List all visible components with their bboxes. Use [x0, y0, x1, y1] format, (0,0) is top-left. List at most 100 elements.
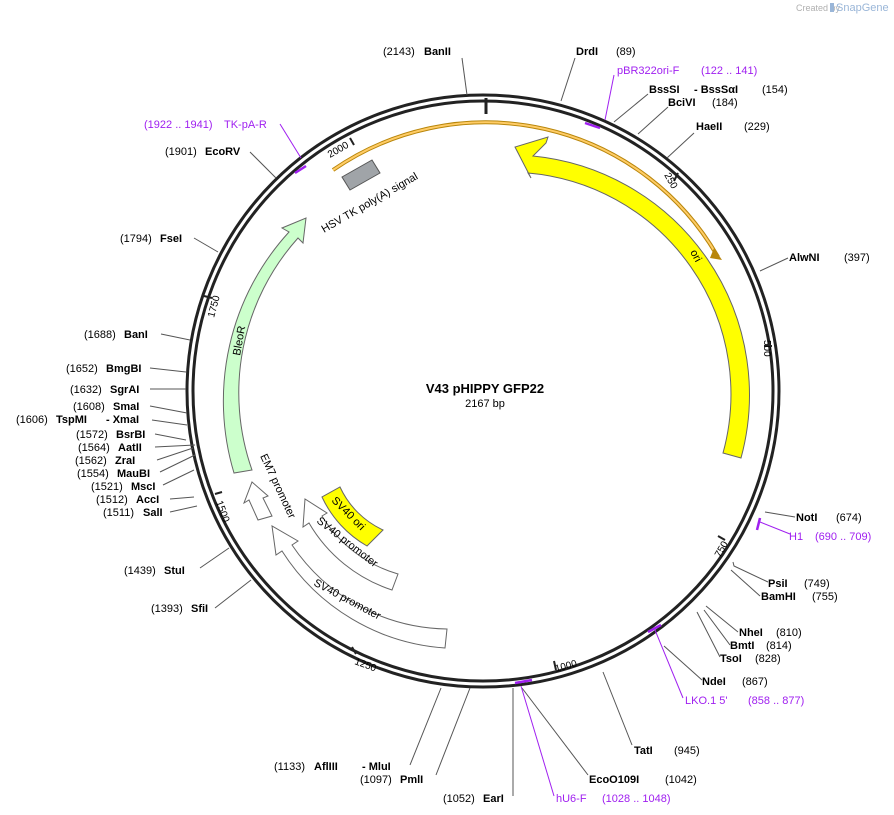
primer-name-tkpa: TK-pA-R [224, 119, 267, 131]
enzyme-name-msci: MscI [131, 481, 155, 493]
enzyme-pos-zrai: (1562) [75, 455, 107, 467]
primer-marks [294, 121, 762, 685]
enzyme-name-bmti: BmtI [730, 640, 754, 652]
polya-label: HSV TK poly(A) signal [320, 171, 421, 236]
polya-feature[interactable] [341, 159, 381, 191]
enzyme-name-eari: EarI [483, 793, 504, 805]
enzyme-pos-maubi: (1554) [77, 468, 109, 480]
bleor-arrow[interactable] [222, 217, 307, 474]
enzyme-name-sfii: SfiI [191, 603, 208, 615]
enzyme-pos-tsoi: (828) [755, 653, 781, 665]
sv40-promoter-arrow-1[interactable] [302, 498, 399, 591]
primer-name-hu6: hU6-F [556, 793, 587, 805]
enzyme-pos-drdi: (89) [616, 46, 636, 58]
enzyme-pos-bmti: (814) [766, 640, 792, 652]
enzyme-name-nhei: NheI [739, 627, 763, 639]
backbone-inner [191, 99, 775, 683]
primer-name-lko: LKO.1 5' [685, 695, 727, 707]
tick-500: 500 [761, 340, 772, 357]
enzyme-pos-bsrbi: (1572) [76, 429, 108, 441]
enzyme-pos-bani: (1688) [84, 329, 116, 341]
enzyme-alias-bsssi: - BssSαI [694, 84, 738, 96]
created-by-text: Created by [796, 3, 841, 13]
enzyme-name-alwni: AlwNI [789, 252, 820, 264]
ori-outline-inner [332, 121, 719, 258]
snapgene-logo-text: SnapGene [836, 2, 889, 14]
enzyme-pos-msci: (1521) [91, 481, 123, 493]
enzyme-name-bsssi: BssSI [649, 84, 680, 96]
enzyme-name-bani: BanI [124, 329, 148, 341]
enzyme-alias-tspmi: - XmaI [106, 414, 139, 426]
plasmid-size: 2167 bp [465, 398, 505, 410]
enzyme-pos-fsei: (1794) [120, 233, 152, 245]
tick-mark-1000 [553, 660, 557, 671]
enzyme-pos-bmgbi: (1652) [66, 363, 98, 375]
tick-mark-250 [673, 172, 679, 182]
enzyme-pos-alwni: (397) [844, 252, 870, 264]
primer-name-pbr322: pBR322ori-F [617, 65, 680, 77]
enzyme-pos-aatii: (1564) [78, 442, 110, 454]
ori-label: ori [687, 248, 703, 264]
enzyme-name-banii: BanII [424, 46, 451, 58]
primer-mark-h1 [755, 517, 762, 531]
em7-arrow[interactable] [243, 481, 273, 521]
enzyme-pos-bsssi: (154) [762, 84, 788, 96]
ori-arrow[interactable] [514, 136, 750, 459]
primer-range-lko: (858 .. 877) [748, 695, 804, 707]
enzyme-name-ndei: NdeI [702, 676, 726, 688]
enzyme-pos-sali: (1511) [103, 507, 134, 519]
sv40-promoter-arrow-2[interactable] [271, 525, 448, 649]
primer-name-h1: H1 [789, 531, 803, 543]
snapgene-logo-icon [830, 3, 834, 12]
enzyme-pos-tspmi: (1606) [16, 414, 48, 426]
leader-lines [149, 57, 796, 796]
enzyme-pos-stui: (1439) [124, 565, 156, 577]
sv40-ori-feature[interactable] [321, 486, 384, 547]
enzyme-pos-sfii: (1393) [151, 603, 183, 615]
enzyme-pos-banii: (2143) [383, 46, 415, 58]
enzyme-pos-eari: (1052) [443, 793, 475, 805]
tick-mark-1750 [203, 295, 213, 299]
enzyme-pos-psii: (749) [804, 578, 830, 590]
enzyme-name-bsrbi: BsrBI [116, 429, 145, 441]
enzyme-labels: (2143) BanII DrdI (89) BssSI - BssSαI (1… [16, 46, 870, 805]
enzyme-alias-afliii: - MluI [362, 761, 391, 773]
enzyme-name-tati: TatI [634, 745, 653, 757]
primer-labels: pBR322ori-F (122 .. 141) H1 (690 .. 709)… [144, 65, 871, 805]
enzyme-name-aatii: AatII [118, 442, 142, 454]
enzyme-name-drdi: DrdI [576, 46, 598, 58]
enzyme-name-bamhi: BamHI [761, 591, 796, 603]
enzyme-name-ecoo109i: EcoO109I [589, 774, 639, 786]
ori-outline-arrowhead [710, 248, 722, 260]
tick-mark-2000 [349, 137, 355, 146]
primer-range-h1: (690 .. 709) [815, 531, 871, 543]
enzyme-pos-ecorv: (1901) [165, 146, 197, 158]
tick-mark-1500 [214, 491, 223, 495]
enzyme-name-bcivi: BciVI [668, 97, 696, 109]
enzyme-name-afliii: AflIII [314, 761, 338, 773]
enzyme-name-stui: StuI [164, 565, 185, 577]
backbone-outer [185, 93, 781, 689]
enzyme-name-sali: SalI [143, 507, 163, 519]
enzyme-name-acci: AccI [136, 494, 159, 506]
bleor-label: BleoR [231, 325, 248, 357]
primer-range-hu6: (1028 .. 1048) [602, 793, 671, 805]
enzyme-pos-ndei: (867) [742, 676, 768, 688]
enzyme-pos-pmli: (1097) [360, 774, 392, 786]
tick-2000: 2000 [326, 140, 351, 161]
primer-range-pbr322: (122 .. 141) [701, 65, 757, 77]
enzyme-pos-noti: (674) [836, 512, 862, 524]
enzyme-name-maubi: MauBI [117, 468, 150, 480]
tick-mark-750 [717, 535, 726, 541]
enzyme-pos-smai: (1608) [73, 401, 105, 413]
tick-marks [203, 137, 772, 671]
enzyme-name-pmli: PmlI [400, 774, 423, 786]
enzyme-name-sgrai: SgrAI [110, 384, 139, 396]
enzyme-pos-bcivi: (184) [712, 97, 738, 109]
plasmid-name: V43 pHIPPY GFP22 [426, 381, 544, 396]
primer-mark-lko [647, 623, 662, 634]
enzyme-name-tsoi: TsoI [720, 653, 742, 665]
enzyme-pos-afliii: (1133) [274, 761, 305, 773]
primer-mark-pbr322 [584, 121, 601, 130]
